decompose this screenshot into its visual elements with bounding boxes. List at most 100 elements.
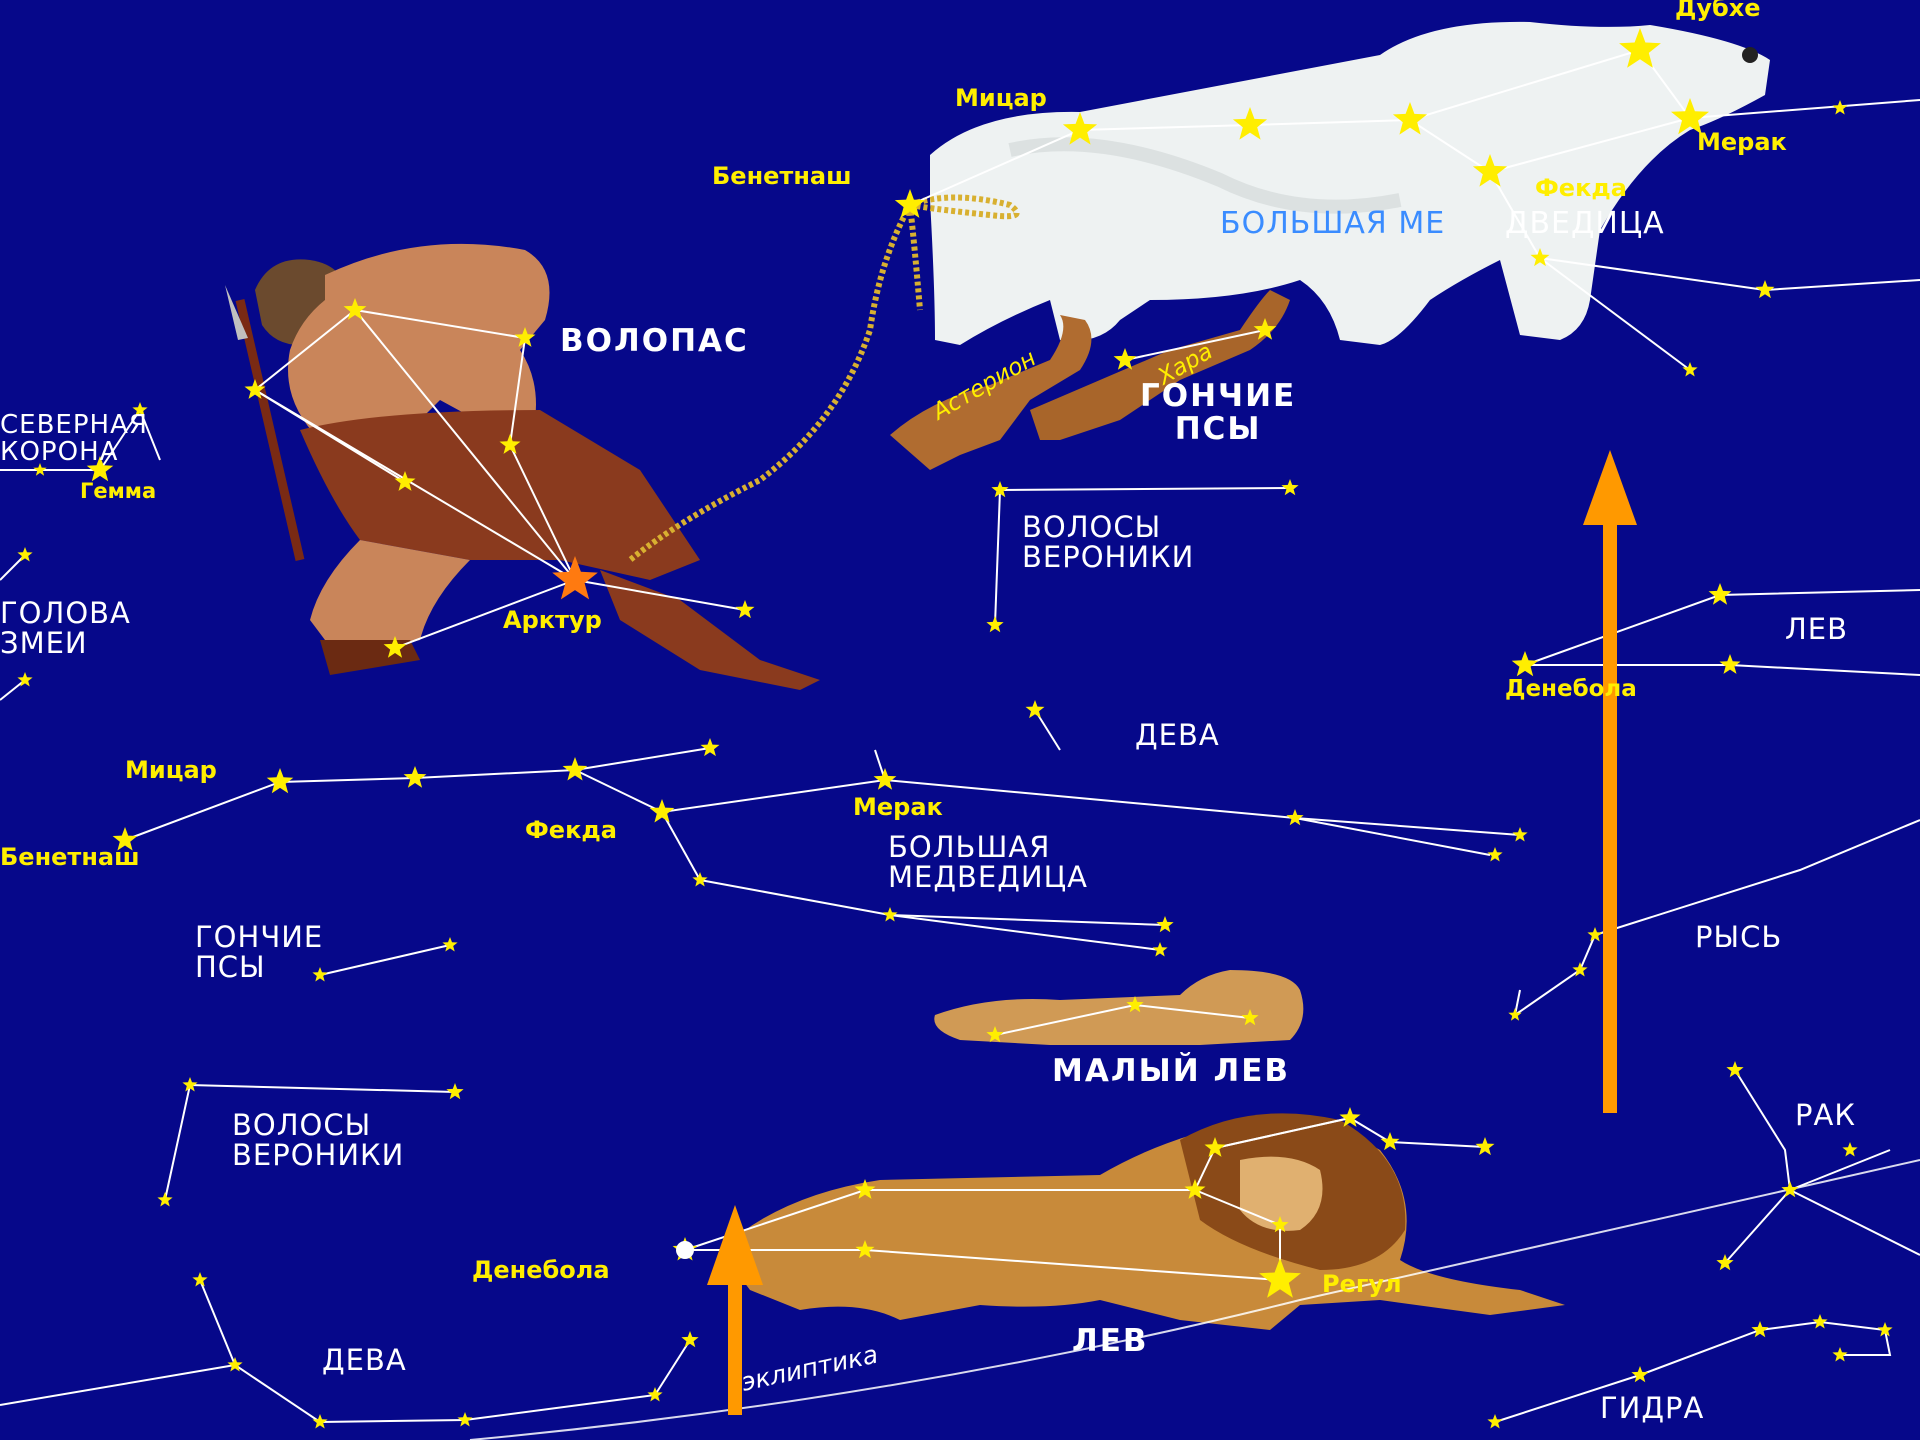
star-icon [157, 1192, 172, 1207]
star-icon [1512, 651, 1539, 676]
rys-label: РЫСЬ [1695, 922, 1782, 952]
star-icon [1026, 700, 1045, 718]
canes-mid-line [320, 945, 450, 975]
star-icon [1512, 827, 1527, 842]
leo-minor-lines [995, 1005, 1250, 1035]
ursa-major-top-legs-d [1765, 280, 1920, 290]
star-icon [1619, 28, 1661, 68]
star-icon [1126, 996, 1143, 1012]
gidra-label: ГИДРА [1600, 1393, 1704, 1423]
star-icon [1185, 1179, 1206, 1199]
star-icon [650, 799, 675, 823]
star-icon [681, 1331, 698, 1347]
star-icon [1063, 112, 1097, 145]
ursa-major-mid-line-g [1295, 818, 1490, 855]
virgo-bottom-lines [200, 1280, 690, 1422]
volosy-label-bottom: ВОЛОСЫ ВЕРОНИКИ [232, 1110, 404, 1171]
rak-label: РАК [1795, 1100, 1856, 1130]
star-icon [500, 434, 521, 454]
star-icon [1476, 1137, 1495, 1155]
ursa-major-mid-line-c [662, 812, 700, 880]
star-label-fekda-mid: Фекда [525, 818, 617, 843]
star-icon [1114, 348, 1137, 370]
star-icon [1156, 916, 1173, 932]
star-label-arktur: Арктур [503, 608, 602, 633]
deva-label-mid: ДЕВА [1135, 720, 1220, 750]
star-icon [1487, 1414, 1502, 1429]
lynx-lines [1515, 820, 1920, 1015]
virgo-bottom-line-b [0, 1365, 235, 1405]
star-icon [1233, 107, 1267, 140]
star-icon [457, 1412, 472, 1427]
star-icon [1756, 280, 1775, 298]
star-icon [676, 1241, 694, 1259]
star-icon [1587, 927, 1602, 942]
ursa-major-mid-line-b [575, 748, 710, 770]
star-label-denebola-right: Денебола [1505, 677, 1637, 701]
star-icon [1720, 654, 1741, 674]
star-label-regul: Регул [1322, 1272, 1402, 1297]
lev-label-bottom: ЛЕВ [1072, 1325, 1149, 1358]
leo-bottom-line-f [1215, 1118, 1350, 1148]
star-icon [1508, 1008, 1521, 1021]
star-label-merak-top: Мерак [1697, 130, 1787, 155]
star-icon [1259, 1258, 1301, 1298]
star-icon [1709, 583, 1732, 605]
arrow-up-icon [1583, 450, 1637, 1113]
star-icon [192, 1272, 207, 1287]
star-icon [267, 768, 294, 793]
star-icon [563, 757, 588, 781]
star-icon [1254, 318, 1277, 340]
star-icon [701, 738, 720, 756]
star-icon [404, 766, 427, 788]
star-icon [736, 600, 755, 618]
star-icon [874, 768, 897, 790]
star-icon [882, 907, 897, 922]
ursa-major-top-legs-b [1540, 258, 1690, 370]
volosy-label-top: ВОЛОСЫ ВЕРОНИКИ [1022, 512, 1194, 573]
star-icon [1205, 1137, 1226, 1157]
bolshaya-label-mid: БОЛЬШАЯ МЕДВЕДИЦА [888, 832, 1088, 893]
cancer-lines [1725, 1070, 1790, 1263]
star-icon [1152, 942, 1167, 957]
star-label-fekda-top: Фекда [1535, 176, 1627, 201]
star-icon [1631, 1366, 1648, 1382]
star-icon [1393, 102, 1427, 135]
star-icon [1682, 362, 1697, 377]
star-icon [1286, 809, 1303, 825]
star-icon [1381, 1132, 1400, 1150]
star-icon [1487, 847, 1502, 862]
star-label-merak-mid: Мерак [853, 795, 943, 820]
deva-label-bottom: ДЕВА [322, 1345, 407, 1375]
star-icon [856, 1240, 875, 1258]
leo-right-line-c [1730, 665, 1920, 675]
maly-lev-label: МАЛЫЙ ЛЕВ [1052, 1055, 1290, 1088]
star-icon [1281, 479, 1298, 495]
star-icon [1340, 1107, 1361, 1127]
star-label-benetnash-mid: Бенетнаш [0, 845, 140, 870]
leo-bottom-line-e [865, 1250, 1280, 1280]
star-icon [855, 1179, 876, 1199]
star-icon [1781, 1181, 1798, 1197]
cancer-line-b [1790, 1190, 1920, 1255]
gonchie-label-mid: ГОНЧИЕ ПСЫ [195, 922, 323, 983]
leo-bottom-line-b [1195, 1190, 1280, 1225]
star-icon [1832, 100, 1847, 115]
star-icon [1812, 1314, 1827, 1329]
star-label-gemma: Гемма [80, 480, 156, 502]
golova-zmei-label: ГОЛОВА ЗМЕИ [0, 598, 131, 659]
bolshaya-label-top-b: ДВЕДИЦА [1505, 208, 1665, 240]
ursa-major-mid-lines [125, 770, 1520, 840]
volopas-label: ВОЛОПАС [560, 325, 749, 358]
star-icon [1842, 1142, 1857, 1157]
star-icon [1832, 1347, 1847, 1362]
star-icon [312, 1414, 327, 1429]
ursa-major-top-legs-c [1540, 258, 1765, 290]
star-icon [1473, 154, 1507, 187]
star-icon [692, 872, 707, 887]
star-icon [245, 379, 266, 399]
ursa-major-mid-line-d [700, 880, 890, 915]
star-icon [1726, 1061, 1743, 1077]
star-icon [647, 1387, 662, 1402]
